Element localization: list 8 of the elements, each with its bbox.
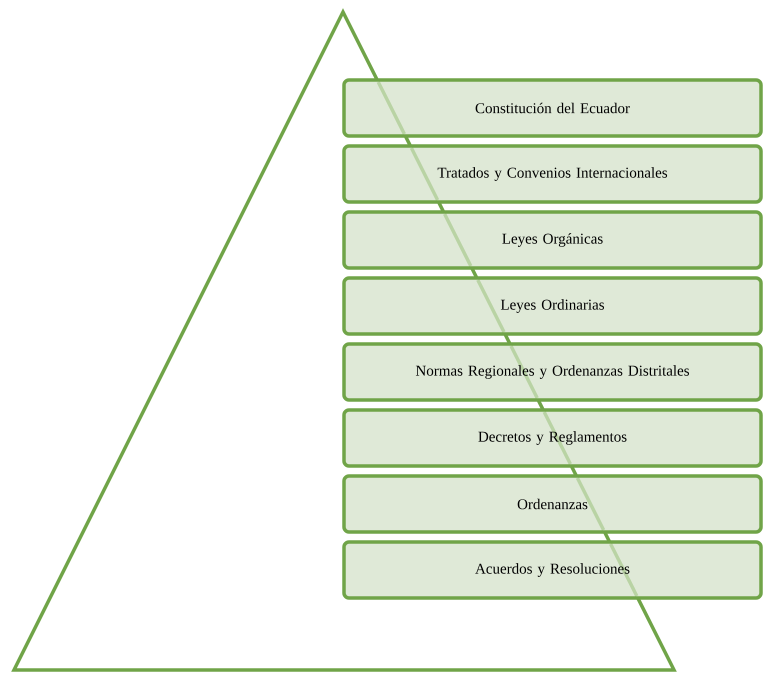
level-box: Normas Regionales y Ordenanzas Distritales (342, 342, 763, 402)
level-box: Tratados y Convenios Internacionales (342, 144, 763, 204)
level-box: Acuerdos y Resoluciones (342, 540, 763, 600)
level-box: Decretos y Reglamentos (342, 408, 763, 468)
level-box: Constitución del Ecuador (342, 78, 763, 138)
level-box: Leyes Ordinarias (342, 276, 763, 336)
level-box: Leyes Orgánicas (342, 210, 763, 270)
level-box: Ordenanzas (342, 474, 763, 534)
